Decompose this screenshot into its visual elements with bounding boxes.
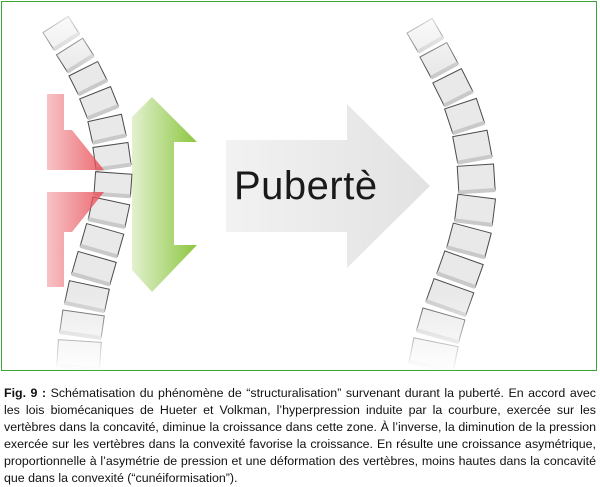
intervertebral-disc — [443, 89, 474, 108]
intervertebral-disc — [79, 243, 118, 259]
intervertebral-disc — [77, 78, 108, 97]
intervertebral-disc — [446, 245, 486, 260]
intervertebral-disc — [87, 217, 126, 229]
figure-panel: Pubertè — [1, 1, 597, 371]
caption-label: Fig. 9 : — [4, 386, 47, 400]
transition-arrow — [226, 104, 430, 268]
compression-arrows — [47, 94, 104, 287]
caption-text: Schématisation du phénomène de “structur… — [4, 386, 596, 485]
intervertebral-disc — [436, 271, 476, 289]
intervertebral-disc — [92, 133, 127, 145]
intervertebral-disc — [86, 104, 120, 121]
puberty-label: Pubertè — [234, 164, 378, 208]
intervertebral-disc — [452, 120, 486, 136]
intervertebral-disc — [454, 218, 493, 227]
intervertebral-disc — [458, 188, 496, 195]
vertebra — [456, 163, 496, 193]
expansion-arrow — [132, 97, 197, 292]
intervertebral-disc — [71, 271, 111, 287]
intervertebral-disc — [457, 154, 493, 165]
figure-illustration — [2, 2, 596, 370]
figure-caption: Fig. 9 : Schématisation du phénomène de … — [4, 385, 596, 487]
